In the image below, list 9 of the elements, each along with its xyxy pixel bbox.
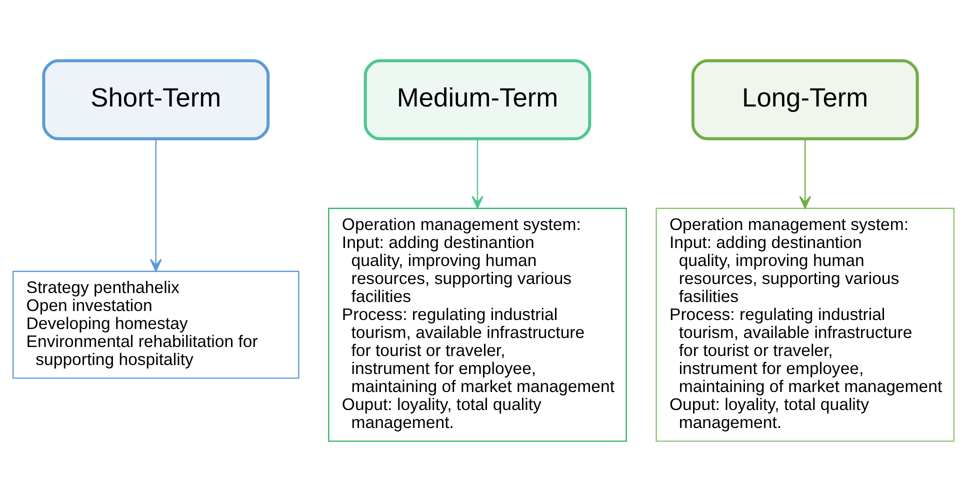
node-box: Short-Term [42,59,270,140]
node-box: Operation management system: Input: adding destinantion quality, improving human resources, supporting various facilities Process: regulating industrial tourism, available infrastructure for tourist or traveler, instrument for employee, maintaining of market management Ouput: loyality, total quality management. [328,208,627,442]
node-box: Medium-Term [364,59,592,140]
node-box: Long-Term [691,59,919,140]
arrow [799,139,812,209]
arrow [472,139,484,209]
node-box: Operation management system: Input: adding destinantion quality, improving human resources, supporting various fasilities Process: regulating industrial tourism, available infrastructure for tourist or traveler, instrument for employee, maintaining of market management Ouput: loyality, total quality management. [656,208,954,442]
arrow [150,139,162,272]
node-box: Strategy penthahelix Open investation Developing homestay Environmental rehabilitation for supporting hospitality [12,270,300,379]
